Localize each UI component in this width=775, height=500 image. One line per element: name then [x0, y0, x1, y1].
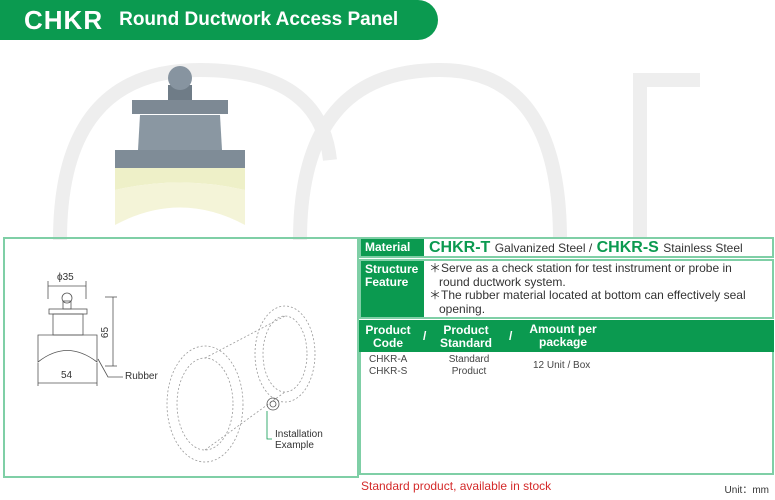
material-desc-t: Galvanized Steel /	[494, 241, 593, 255]
page-header: CHKR Round Ductwork Access Panel	[0, 0, 438, 40]
material-code-s: CHKR-S	[596, 239, 659, 256]
page-title: Round Ductwork Access Panel	[119, 9, 399, 30]
material-row: Material CHKR-T Galvanized Steel / CHKR-…	[359, 237, 774, 258]
amount-per-package: 12 Unit / Box	[533, 360, 591, 371]
dimension-drawing	[37, 281, 316, 463]
product-code: CHKR	[24, 4, 104, 35]
feature-item: ＊The rubber material located at bottom c…	[429, 288, 746, 316]
width-label: 54	[61, 370, 73, 381]
example-label: Example	[275, 440, 314, 451]
installation-label: Installation	[275, 429, 323, 440]
product-photo	[53, 62, 700, 240]
diagram-panel: ϕ35 65 54 Rubber Installation Example	[3, 237, 359, 478]
material-desc-s: Stainless Steel	[663, 241, 743, 255]
feature-item: ＊Serve as a check station for test instr…	[429, 261, 732, 289]
rubber-label: Rubber	[125, 371, 158, 382]
separator: /	[423, 329, 427, 343]
diameter-label: ϕ35	[57, 272, 74, 283]
stock-note: Standard product, available in stock	[361, 479, 552, 493]
material-code-t: CHKR-T	[429, 239, 491, 256]
unit-note: Unit：mm	[724, 485, 769, 496]
height-label: 65	[100, 326, 112, 339]
material-label: Material	[361, 239, 424, 256]
separator: /	[509, 329, 513, 343]
